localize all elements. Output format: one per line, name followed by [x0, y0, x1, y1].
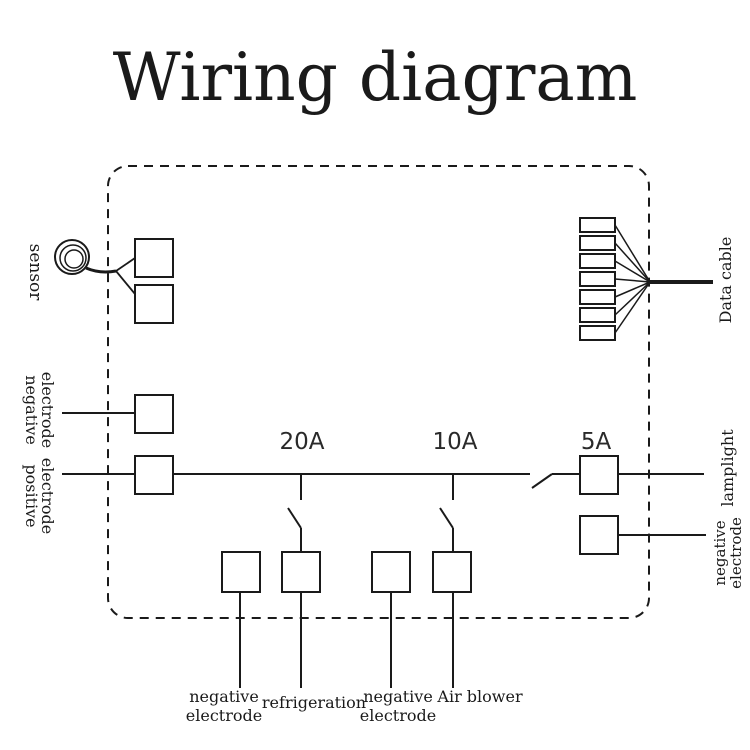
- sensor-wires: [115, 257, 136, 295]
- left-negative-label-line1: negative: [22, 375, 41, 445]
- right-negative-terminal: [579, 515, 619, 555]
- lamp-switch: [531, 473, 553, 489]
- air-blower-label: Air blower: [436, 687, 523, 706]
- bottom-negative-terminal-1: [221, 551, 261, 593]
- sensor-terminal-2: [134, 284, 174, 324]
- lamplight-label: lamplight: [718, 429, 737, 507]
- left-positive-label-line1: positive: [22, 464, 41, 527]
- sensor-coil-icon: [54, 239, 117, 275]
- left-negative-label-line2: electrode: [38, 372, 57, 448]
- rating-10a: 10A: [432, 429, 477, 455]
- left-positive-terminal: [134, 455, 174, 495]
- right-negative-label-line2: electrode: [727, 517, 745, 589]
- bottom-negative-label-2-line1: negative: [363, 687, 433, 706]
- rating-20a: 20A: [279, 429, 324, 455]
- left-positive-label-line2: electrode: [38, 458, 57, 534]
- left-negative-terminal: [134, 394, 174, 434]
- rating-5a: 5A: [581, 429, 612, 455]
- right-negative-label-line1: negative: [711, 520, 729, 585]
- switch-10a: [439, 507, 454, 529]
- refrigeration-label: refrigeration: [262, 693, 366, 712]
- lamplight-terminal: [579, 455, 619, 495]
- data-cable-label: Data cable: [716, 237, 735, 324]
- bottom-negative-label-1-line1: negative: [189, 687, 259, 706]
- page-title: Wiring diagram: [113, 39, 638, 116]
- bottom-negative-label-2-line2: electrode: [360, 706, 436, 725]
- switch-20a: [287, 507, 302, 529]
- sensor-terminal-1: [134, 238, 174, 278]
- data-cable-fan-wires: [614, 224, 713, 334]
- air-blower-terminal: [432, 551, 472, 593]
- bottom-negative-label-1-line2: electrode: [186, 706, 262, 725]
- enclosure-outline: [107, 165, 650, 619]
- bottom-negative-terminal-2: [371, 551, 411, 593]
- refrigeration-terminal: [281, 551, 321, 593]
- sensor-label: sensor: [25, 244, 45, 302]
- data-connector-pins: [579, 217, 616, 341]
